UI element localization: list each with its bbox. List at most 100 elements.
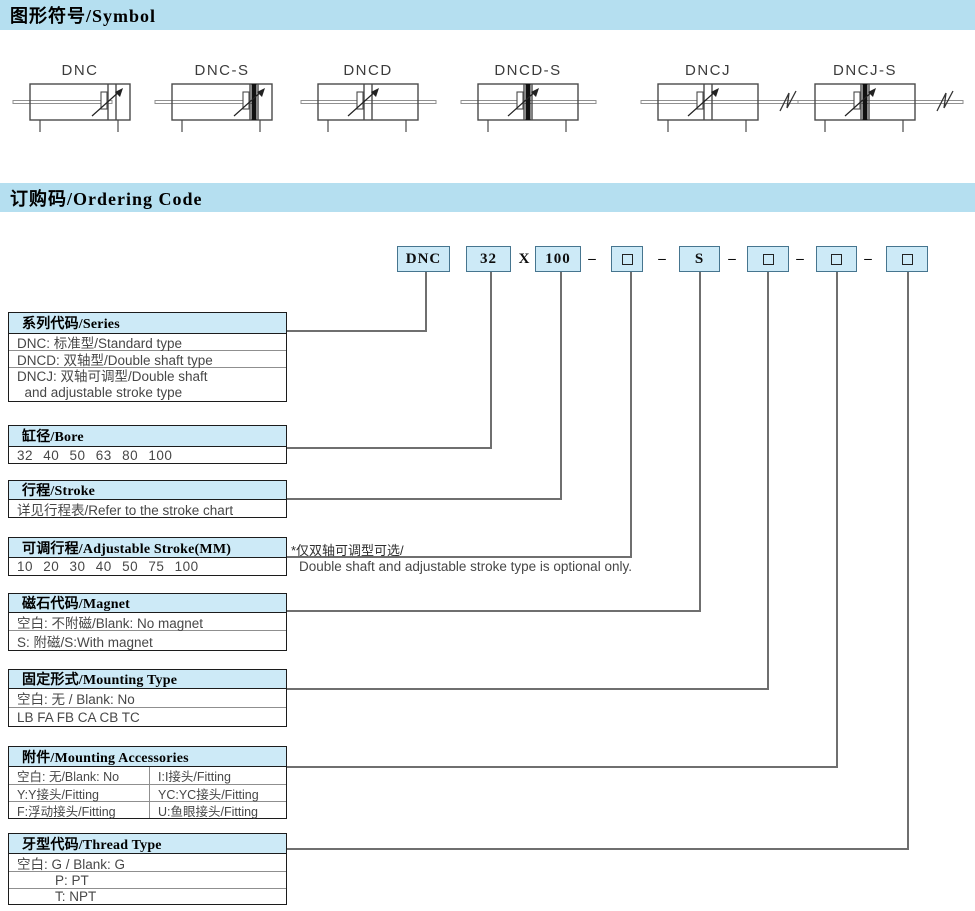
- placeholder-square-icon: [901, 253, 913, 265]
- table-row: 32 40 50 63 80 100: [9, 447, 286, 463]
- section-title-symbol: 图形符号/Symbol: [10, 6, 157, 26]
- table-header: 系列代码/Series: [9, 313, 286, 334]
- cylinder-symbol-dncd-s: DNCD-S: [458, 62, 643, 140]
- table-header: 可调行程/Adjustable Stroke(MM): [9, 538, 286, 558]
- cylinder-diagram: [640, 83, 807, 132]
- table-row: P: PT: [9, 871, 286, 888]
- code-box-bore: 32: [466, 246, 511, 272]
- code-box-mounting-type: [747, 246, 789, 272]
- table-header: 附件/Mounting Accessories: [9, 747, 286, 767]
- table-cell: YC:YC接头/Fitting: [149, 785, 284, 802]
- code-dash: –: [588, 250, 596, 267]
- section-header-symbol: 图形符号/Symbol: [0, 0, 975, 30]
- table-cell: P: PT: [55, 872, 89, 888]
- table-cell: F:浮动接头/Fitting: [17, 804, 116, 819]
- table-header: 牙型代码/Thread Type: [9, 834, 286, 854]
- table-header: 行程/Stroke: [9, 481, 286, 500]
- connector-line: [425, 272, 427, 330]
- table-row: DNCD: 双轴型/Double shaft type: [9, 350, 286, 368]
- connector-line: [907, 272, 909, 848]
- table-header: 缸径/Bore: [9, 426, 286, 447]
- table-cell: DNC: 标准型/Standard type: [17, 336, 183, 351]
- symbol-label: DNCD: [343, 62, 393, 79]
- placeholder-square-icon: [762, 253, 774, 265]
- table-cell: 空白: 不附磁/Blank: No magnet: [17, 615, 204, 631]
- table-adjustable-stroke: 可调行程/Adjustable Stroke(MM)10 20 30 40 50…: [8, 537, 287, 576]
- table-row: 空白: 不附磁/Blank: No magnet: [9, 613, 286, 631]
- cylinder-symbol-dncj: DNCJ: [638, 62, 823, 140]
- connector-line: [285, 766, 838, 768]
- table-cell: S: 附磁/S:With magnet: [17, 634, 153, 650]
- table-magnet: 磁石代码/Magnet 空白: 不附磁/Blank: No magnet S: 附磁…: [8, 593, 287, 651]
- table-row: S: 附磁/S:With magnet: [9, 630, 286, 650]
- cylinder-diagram: [797, 83, 964, 132]
- connector-line: [699, 272, 701, 610]
- code-separator-x: X: [518, 250, 530, 267]
- code-dash: –: [796, 250, 804, 267]
- table-cell: 32 40 50 63 80 100: [17, 447, 173, 463]
- connector-line: [285, 556, 632, 558]
- table-cell: 10 20 30 40 50 75 100: [17, 559, 199, 574]
- symbol-label: DNC-S: [194, 62, 250, 79]
- cylinder-diagram: [300, 83, 437, 132]
- table-stroke: 行程/Stroke 详见行程表/Refer to the stroke chart: [8, 480, 287, 518]
- table-row: 详见行程表/Refer to the stroke chart: [9, 500, 286, 518]
- cylinder-symbol-dncj-s: DNCJ-S: [795, 62, 975, 140]
- table-cell: DNCJ: 双轴可调型/Double shaft and adjustable …: [17, 369, 208, 400]
- connector-line: [767, 272, 769, 688]
- connector-line: [630, 272, 632, 556]
- table-cell: LB FA FB CA CB TC: [17, 709, 140, 725]
- table-row: LB FA FB CA CB TC: [9, 707, 286, 726]
- table-row: 空白: 无/Blank: No I:I接头/Fitting: [9, 767, 286, 784]
- cylinder-diagram: [460, 83, 597, 132]
- code-dash: –: [658, 250, 666, 267]
- table-cell: DNCD: 双轴型/Double shaft type: [17, 353, 213, 368]
- table-header: 磁石代码/Magnet: [9, 594, 286, 613]
- code-box-accessories: [816, 246, 857, 272]
- connector-line: [285, 848, 909, 850]
- symbol-label: DNC: [61, 62, 99, 79]
- table-cell: 空白: G / Blank: G: [17, 856, 126, 872]
- connector-line: [285, 330, 427, 332]
- code-box-stroke: 100: [535, 246, 581, 272]
- table-cell: 空白: 无 / Blank: No: [17, 692, 135, 707]
- cylinder-diagram: [12, 83, 131, 132]
- code-dash: –: [864, 250, 872, 267]
- table-cell: T: NPT: [55, 889, 97, 904]
- code-box-thread-type: [886, 246, 928, 272]
- table-cell: 空白: 无/Blank: No: [17, 770, 120, 784]
- code-dash: –: [728, 250, 736, 267]
- symbol-label: DNCJ-S: [833, 62, 897, 79]
- section-header-ordering-code: 订购码/Ordering Code: [0, 183, 975, 212]
- table-row: F:浮动接头/Fitting U:鱼眼接头/Fitting: [9, 801, 286, 819]
- connector-line: [285, 498, 562, 500]
- table-cell: 详见行程表/Refer to the stroke chart: [17, 502, 234, 518]
- connector-line: [285, 447, 492, 449]
- section-title-ordering-code: 订购码/Ordering Code: [10, 188, 203, 209]
- connector-line: [490, 272, 492, 447]
- table-cell: U:鱼眼接头/Fitting: [149, 802, 284, 819]
- table-row: DNC: 标准型/Standard type: [9, 334, 286, 351]
- code-box-adjustable-stroke: [611, 246, 643, 272]
- table-row: 10 20 30 40 50 75 100: [9, 558, 286, 575]
- connector-line: [285, 688, 769, 690]
- cylinder-diagram: [154, 83, 273, 132]
- cylinder-symbol-dncd: DNCD: [298, 62, 483, 140]
- cylinder-symbol-dnc: DNC: [10, 62, 195, 140]
- note-adjustable-stroke-cn: *仅双轴可调型可选/: [291, 543, 404, 558]
- table-cell: Y:Y接头/Fitting: [17, 787, 99, 802]
- placeholder-square-icon: [831, 253, 842, 265]
- connector-line: [560, 272, 562, 498]
- table-row: 空白: 无 / Blank: No: [9, 689, 286, 707]
- cylinder-symbol-dnc-s: DNC-S: [152, 62, 337, 140]
- note-adjustable-stroke-en: Double shaft and adjustable stroke type …: [299, 559, 632, 574]
- code-box-series: DNC: [397, 246, 450, 272]
- table-cell: I:I接头/Fitting: [149, 767, 284, 784]
- table-row: T: NPT: [9, 888, 286, 904]
- symbol-label: DNCD-S: [494, 62, 562, 79]
